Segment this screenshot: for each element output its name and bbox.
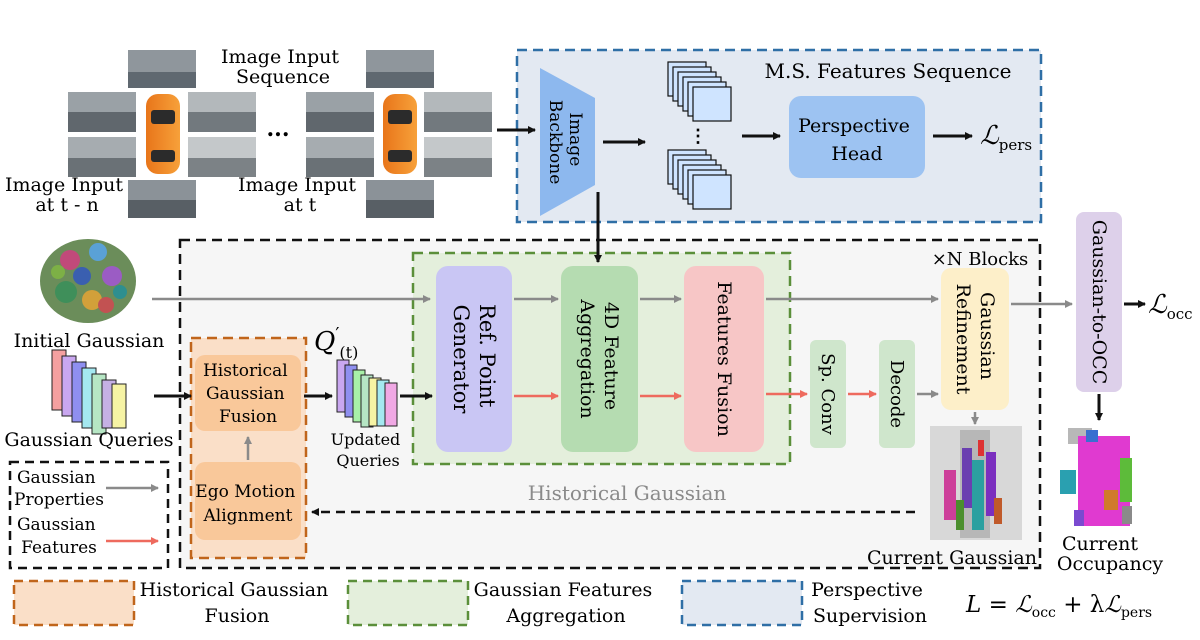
perspective-head-label: Perspective Head <box>798 115 916 165</box>
legend-historical-fusion-swatch <box>12 579 136 627</box>
legend-features-aggregation-label: Gaussian Features Aggregation <box>474 579 659 627</box>
historical-gaussian-fusion-label: Historical Gaussian Fusion <box>203 361 293 427</box>
image-input-t-label: Image Input at t <box>238 174 362 216</box>
feature-stack-ellipsis: ⋮ <box>689 126 707 147</box>
loss-occ: ℒocc <box>1148 290 1193 323</box>
initial-gaussian-cloud <box>40 239 136 323</box>
features-fusion-label: Features Fusion <box>713 281 735 437</box>
historical-gaussian-label: Historical Gaussian <box>528 481 727 505</box>
legend-historical-fusion-label: Historical Gaussian Fusion <box>140 579 335 627</box>
image-backbone-label: Image Backbone <box>545 100 585 185</box>
legend-perspective-supervision-label: Perspective Supervision <box>811 579 929 627</box>
gaussian-refinement-block <box>941 268 1009 410</box>
feature-map-stack-top <box>667 61 732 122</box>
current-occupancy-voxels <box>1060 428 1132 526</box>
legend-gaussian-features-label: Gaussian Features <box>17 515 101 558</box>
image-backbone-block <box>540 68 595 216</box>
historical-gaussian-fusion-block <box>195 355 301 431</box>
current-occupancy-label: Current Occupancy <box>1057 533 1163 575</box>
updated-queries-label: Updated Queries <box>331 430 406 470</box>
gaussian-queries-label: Gaussian Queries <box>4 429 173 451</box>
legend-perspective-supervision-swatch <box>680 579 804 627</box>
total-loss-equation: L = ℒocc + λℒpers <box>965 592 1152 621</box>
sp-conv-block <box>810 340 846 448</box>
image-input-t-n-label: Image Input at t - n <box>5 174 129 216</box>
q-prime-t-symbol: Q′(t) <box>314 324 358 362</box>
legend-features-aggregation-swatch <box>346 579 470 627</box>
gaussian-to-occ-block <box>1076 212 1122 392</box>
gaussian-to-occ-label: Gaussian-to-OCC <box>1088 220 1110 384</box>
current-gaussian-pointcloud <box>930 426 1022 540</box>
initial-gaussian-label: Initial Gaussian <box>14 330 165 352</box>
ego-motion-alignment-block <box>195 462 301 540</box>
perspective-head-block <box>789 96 925 178</box>
image-input-sequence-t-n <box>68 50 256 218</box>
ms-features-sequence-label: M.S. Features Sequence <box>765 59 1012 83</box>
sp-conv-label: Sp. Conv <box>817 353 838 435</box>
ego-motion-alignment-label: Ego Motion Alignment <box>195 482 300 526</box>
gaussian-refinement-label: Gaussian Refinement <box>952 284 998 395</box>
image-input-sequence-t <box>306 50 492 218</box>
ref-point-generator-block <box>436 266 512 452</box>
n-blocks-label: ×N Blocks <box>932 249 1029 270</box>
updated-queries-stack <box>336 359 398 428</box>
gaussian-queries-stack <box>51 349 127 435</box>
current-gaussian-label: Current Gaussian <box>867 547 1037 569</box>
ref-point-generator-label: Ref. Point Generator <box>449 304 499 414</box>
image-input-sequence-label: Image Input Sequence <box>221 46 345 88</box>
image-sequence-ellipsis: ... <box>267 116 290 142</box>
features-fusion-block <box>684 266 764 452</box>
legend-gaussian-properties-label: Gaussian Properties <box>14 468 104 510</box>
loss-pers: ℒpers <box>980 121 1032 154</box>
feature-map-stack-bottom <box>667 149 732 210</box>
decode-block <box>879 340 915 448</box>
4d-feature-aggregation-block <box>561 266 638 452</box>
4d-feature-aggregation-label: 4D Feature Aggregation <box>576 298 622 418</box>
arrow-legend-box <box>8 460 170 570</box>
decode-label: Decode <box>886 360 907 428</box>
